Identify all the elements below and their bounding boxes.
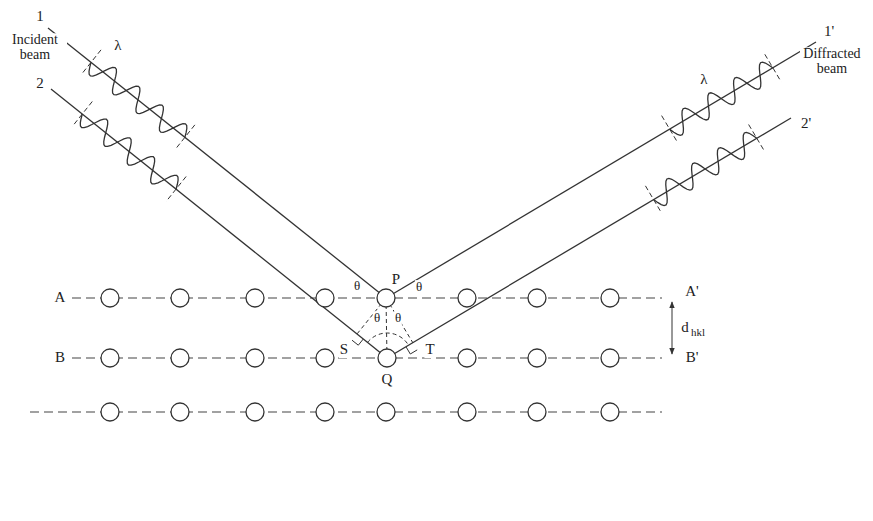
atom bbox=[601, 289, 619, 307]
right-angle-mark bbox=[406, 347, 417, 354]
beam-label: Incident beam bbox=[3, 33, 67, 62]
atom bbox=[528, 349, 546, 367]
atom bbox=[246, 403, 264, 421]
plane-label: A bbox=[54, 290, 67, 306]
wavelength-label: λ bbox=[113, 38, 122, 54]
atom bbox=[528, 403, 546, 421]
point-label: Q bbox=[381, 372, 394, 388]
atom bbox=[171, 289, 189, 307]
wavefront bbox=[72, 101, 92, 126]
atom bbox=[246, 349, 264, 367]
point-label: T bbox=[424, 342, 435, 358]
beam-label: Diffracted beam bbox=[800, 47, 864, 76]
plane-label: B' bbox=[685, 350, 700, 366]
angle-arc bbox=[368, 333, 409, 345]
ray-number: 1' bbox=[823, 24, 835, 40]
ray-number: 1 bbox=[35, 9, 45, 25]
atom bbox=[246, 289, 264, 307]
ray-number: 2' bbox=[800, 116, 812, 132]
wave bbox=[80, 114, 178, 189]
wavefront bbox=[662, 116, 678, 144]
wavefront bbox=[81, 50, 101, 75]
atom bbox=[378, 349, 396, 367]
atom bbox=[101, 289, 119, 307]
atom bbox=[458, 289, 476, 307]
right-angle-mark bbox=[352, 339, 363, 345]
spacing-arrow bbox=[672, 302, 673, 354]
atom-plane bbox=[72, 357, 662, 358]
wavefront bbox=[166, 176, 186, 201]
wavefront bbox=[175, 125, 195, 150]
plane-label: B bbox=[54, 350, 66, 366]
incident-ray bbox=[48, 28, 386, 298]
atom bbox=[601, 403, 619, 421]
atom bbox=[601, 349, 619, 367]
plane-label: A' bbox=[684, 284, 700, 300]
wavelength-label: λ bbox=[699, 72, 708, 88]
wavefront bbox=[765, 54, 781, 82]
atom bbox=[101, 403, 119, 421]
atom bbox=[458, 349, 476, 367]
wave bbox=[654, 132, 757, 205]
atom bbox=[458, 403, 476, 421]
spacing-symbol: d bbox=[680, 320, 690, 336]
angle-label: θ bbox=[373, 311, 381, 325]
atom bbox=[377, 289, 395, 307]
atom-plane bbox=[72, 297, 662, 298]
ray-number: 2 bbox=[35, 76, 45, 92]
atom bbox=[377, 403, 395, 421]
angle-label: θ bbox=[394, 311, 402, 325]
diffracted-ray bbox=[387, 118, 791, 358]
wavefront bbox=[749, 125, 765, 153]
diffracted-ray bbox=[386, 42, 816, 298]
atom bbox=[171, 403, 189, 421]
wave bbox=[89, 62, 187, 137]
angle-label: θ bbox=[353, 279, 361, 293]
atom bbox=[316, 349, 334, 367]
point-label: S bbox=[339, 342, 349, 358]
wave bbox=[670, 62, 773, 135]
wavefront bbox=[645, 186, 661, 214]
atom-plane bbox=[30, 411, 662, 412]
atom bbox=[528, 289, 546, 307]
atom bbox=[101, 349, 119, 367]
angle-label: θ bbox=[415, 280, 423, 294]
atom bbox=[171, 349, 189, 367]
atom bbox=[316, 289, 334, 307]
point-label: P bbox=[391, 272, 401, 288]
atom bbox=[316, 403, 334, 421]
incident-ray bbox=[51, 89, 387, 358]
spacing-subscript: hkl bbox=[690, 327, 706, 339]
